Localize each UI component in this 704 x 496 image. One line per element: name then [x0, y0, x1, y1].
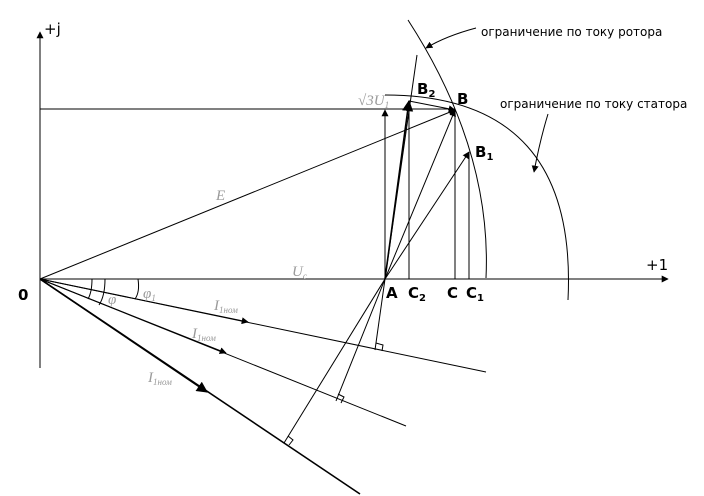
perp-a-1 — [374, 278, 386, 351]
point-a: A — [386, 284, 398, 302]
origin-label: 0 — [18, 286, 28, 304]
stator-limit-note: ограничение по току статора — [500, 97, 687, 111]
label-i2: I1ном — [191, 326, 216, 343]
label-sqrt3: √3U1 — [358, 93, 389, 110]
current-arrow-3 — [39, 278, 208, 393]
imag-axis-label: +j — [44, 20, 61, 38]
right-angle-mark-2 — [337, 393, 345, 404]
perp-a-2 — [335, 278, 386, 402]
current-arrow-2 — [39, 278, 227, 354]
stator-limit-leader — [531, 113, 549, 173]
right-angle-mark-3 — [287, 435, 294, 446]
perp-a-3 — [283, 278, 386, 444]
label-i3: I1ном — [147, 370, 172, 387]
angle-arc-phi1 — [134, 278, 140, 300]
stator-limit-arc — [384, 94, 569, 301]
point-c1: C1 — [466, 284, 484, 304]
vector-a-b2 — [384, 99, 414, 280]
vector-a-b — [384, 109, 456, 280]
rotor-limit-note: ограничение по току ротора — [481, 25, 662, 39]
rotor-limit-arc — [407, 19, 487, 279]
vector-b2-b — [408, 100, 456, 113]
label-e: E — [215, 188, 225, 204]
point-b: B — [457, 90, 468, 108]
vector-e — [39, 109, 456, 280]
label-u: Uc — [292, 264, 307, 281]
point-b1: B1 — [475, 143, 493, 163]
right-angle-mark-1 — [375, 342, 384, 352]
real-axis-label: +1 — [646, 256, 668, 274]
point-c: C — [447, 284, 458, 302]
rotor-limit-leader — [425, 27, 477, 49]
angle-arc-phi-b — [98, 278, 106, 306]
label-phi: φ — [108, 292, 116, 308]
label-i1: I1ном — [213, 298, 238, 315]
label-phi1: φ1 — [143, 286, 156, 303]
vector-a-b1 — [384, 151, 470, 280]
point-b2: B2 — [417, 80, 435, 100]
angle-arc-phi-a — [87, 278, 93, 300]
point-c2: C2 — [408, 284, 426, 304]
current-arrow-1 — [39, 278, 249, 325]
